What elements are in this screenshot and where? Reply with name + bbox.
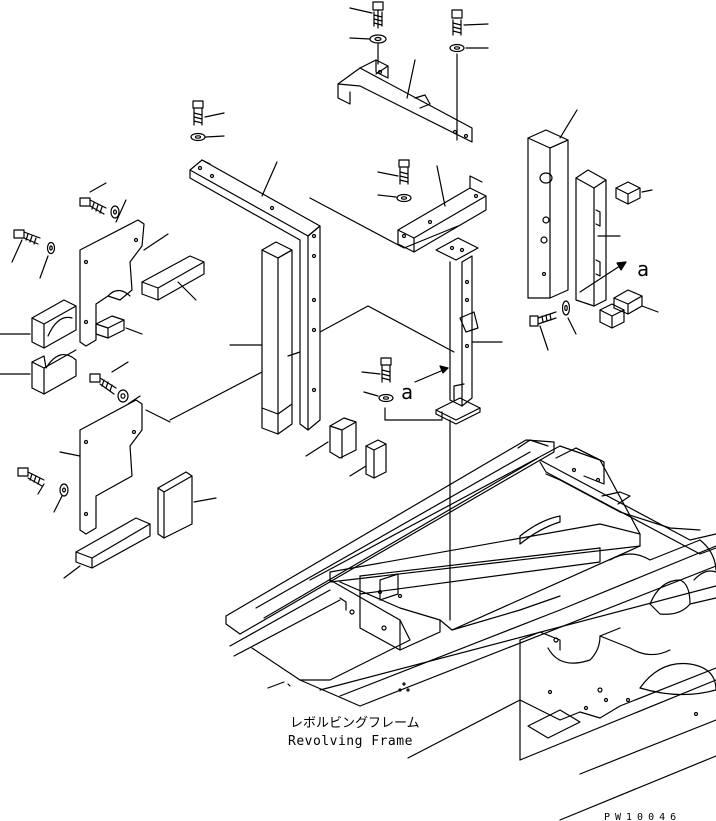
top-left-bolt-icon: [373, 2, 383, 28]
frame-caption-english: Revolving Frame: [288, 734, 413, 749]
left-mid-bolt-icon: [14, 230, 40, 244]
center-washer-icon: [379, 395, 393, 402]
ref-arrow-left: [415, 366, 448, 382]
lower-left-bolt-icon: [18, 468, 44, 486]
upper-long-block: [142, 256, 204, 300]
center-rubber-block: [330, 418, 356, 458]
center-small-block: [366, 440, 386, 478]
tall-cover-panel: [528, 130, 568, 298]
small-block: [96, 316, 124, 338]
lower-side-cover: [80, 400, 142, 534]
frame-caption-japanese: レボルビングフレーム: [290, 716, 420, 731]
left-mid-washer-icon: [48, 243, 55, 254]
flat-pad: [158, 472, 192, 538]
center-bolt-icon: [381, 358, 391, 382]
revolving-frame: [226, 440, 716, 820]
right-block-lower-a: [614, 290, 642, 314]
left-lower-bolt-icon: [90, 374, 116, 394]
ref-arrow-right: [580, 262, 626, 292]
vertical-stay: [436, 238, 480, 424]
right-block-upper: [616, 182, 640, 204]
vertical-post: [262, 242, 292, 434]
top-right-washer-icon: [450, 45, 464, 52]
mid-washer-icon: [397, 195, 411, 202]
mid-bolt-icon: [399, 160, 409, 184]
right-washer-icon: [563, 301, 570, 315]
right-block-lower-b: [600, 304, 624, 328]
side-plate: [576, 170, 606, 306]
upper-cross-bracket: [338, 60, 472, 142]
ref-label-right: a: [637, 257, 649, 281]
mid-cross-bracket: [398, 176, 486, 252]
top-left-washer-icon: [370, 35, 386, 43]
lower-clamp-half: [32, 350, 76, 394]
ref-label-left: a: [401, 380, 413, 404]
left-upper-washer-icon: [111, 206, 119, 218]
upper-clamp-half: [32, 300, 76, 348]
left-upper-bolt-icon: [80, 198, 106, 214]
left-lower-washer-icon: [118, 390, 128, 402]
drawing-code: PW10046: [604, 812, 681, 821]
l-shaped-frame: [190, 160, 320, 430]
top-right-bolt-icon: [452, 10, 462, 35]
right-bolt-icon: [530, 312, 556, 326]
lower-left-washer-icon: [60, 484, 68, 496]
frame-bolt-icon: [193, 101, 203, 125]
frame-washer-icon: [191, 134, 205, 141]
lower-long-block: [76, 518, 150, 568]
upper-side-cover: [80, 220, 144, 346]
